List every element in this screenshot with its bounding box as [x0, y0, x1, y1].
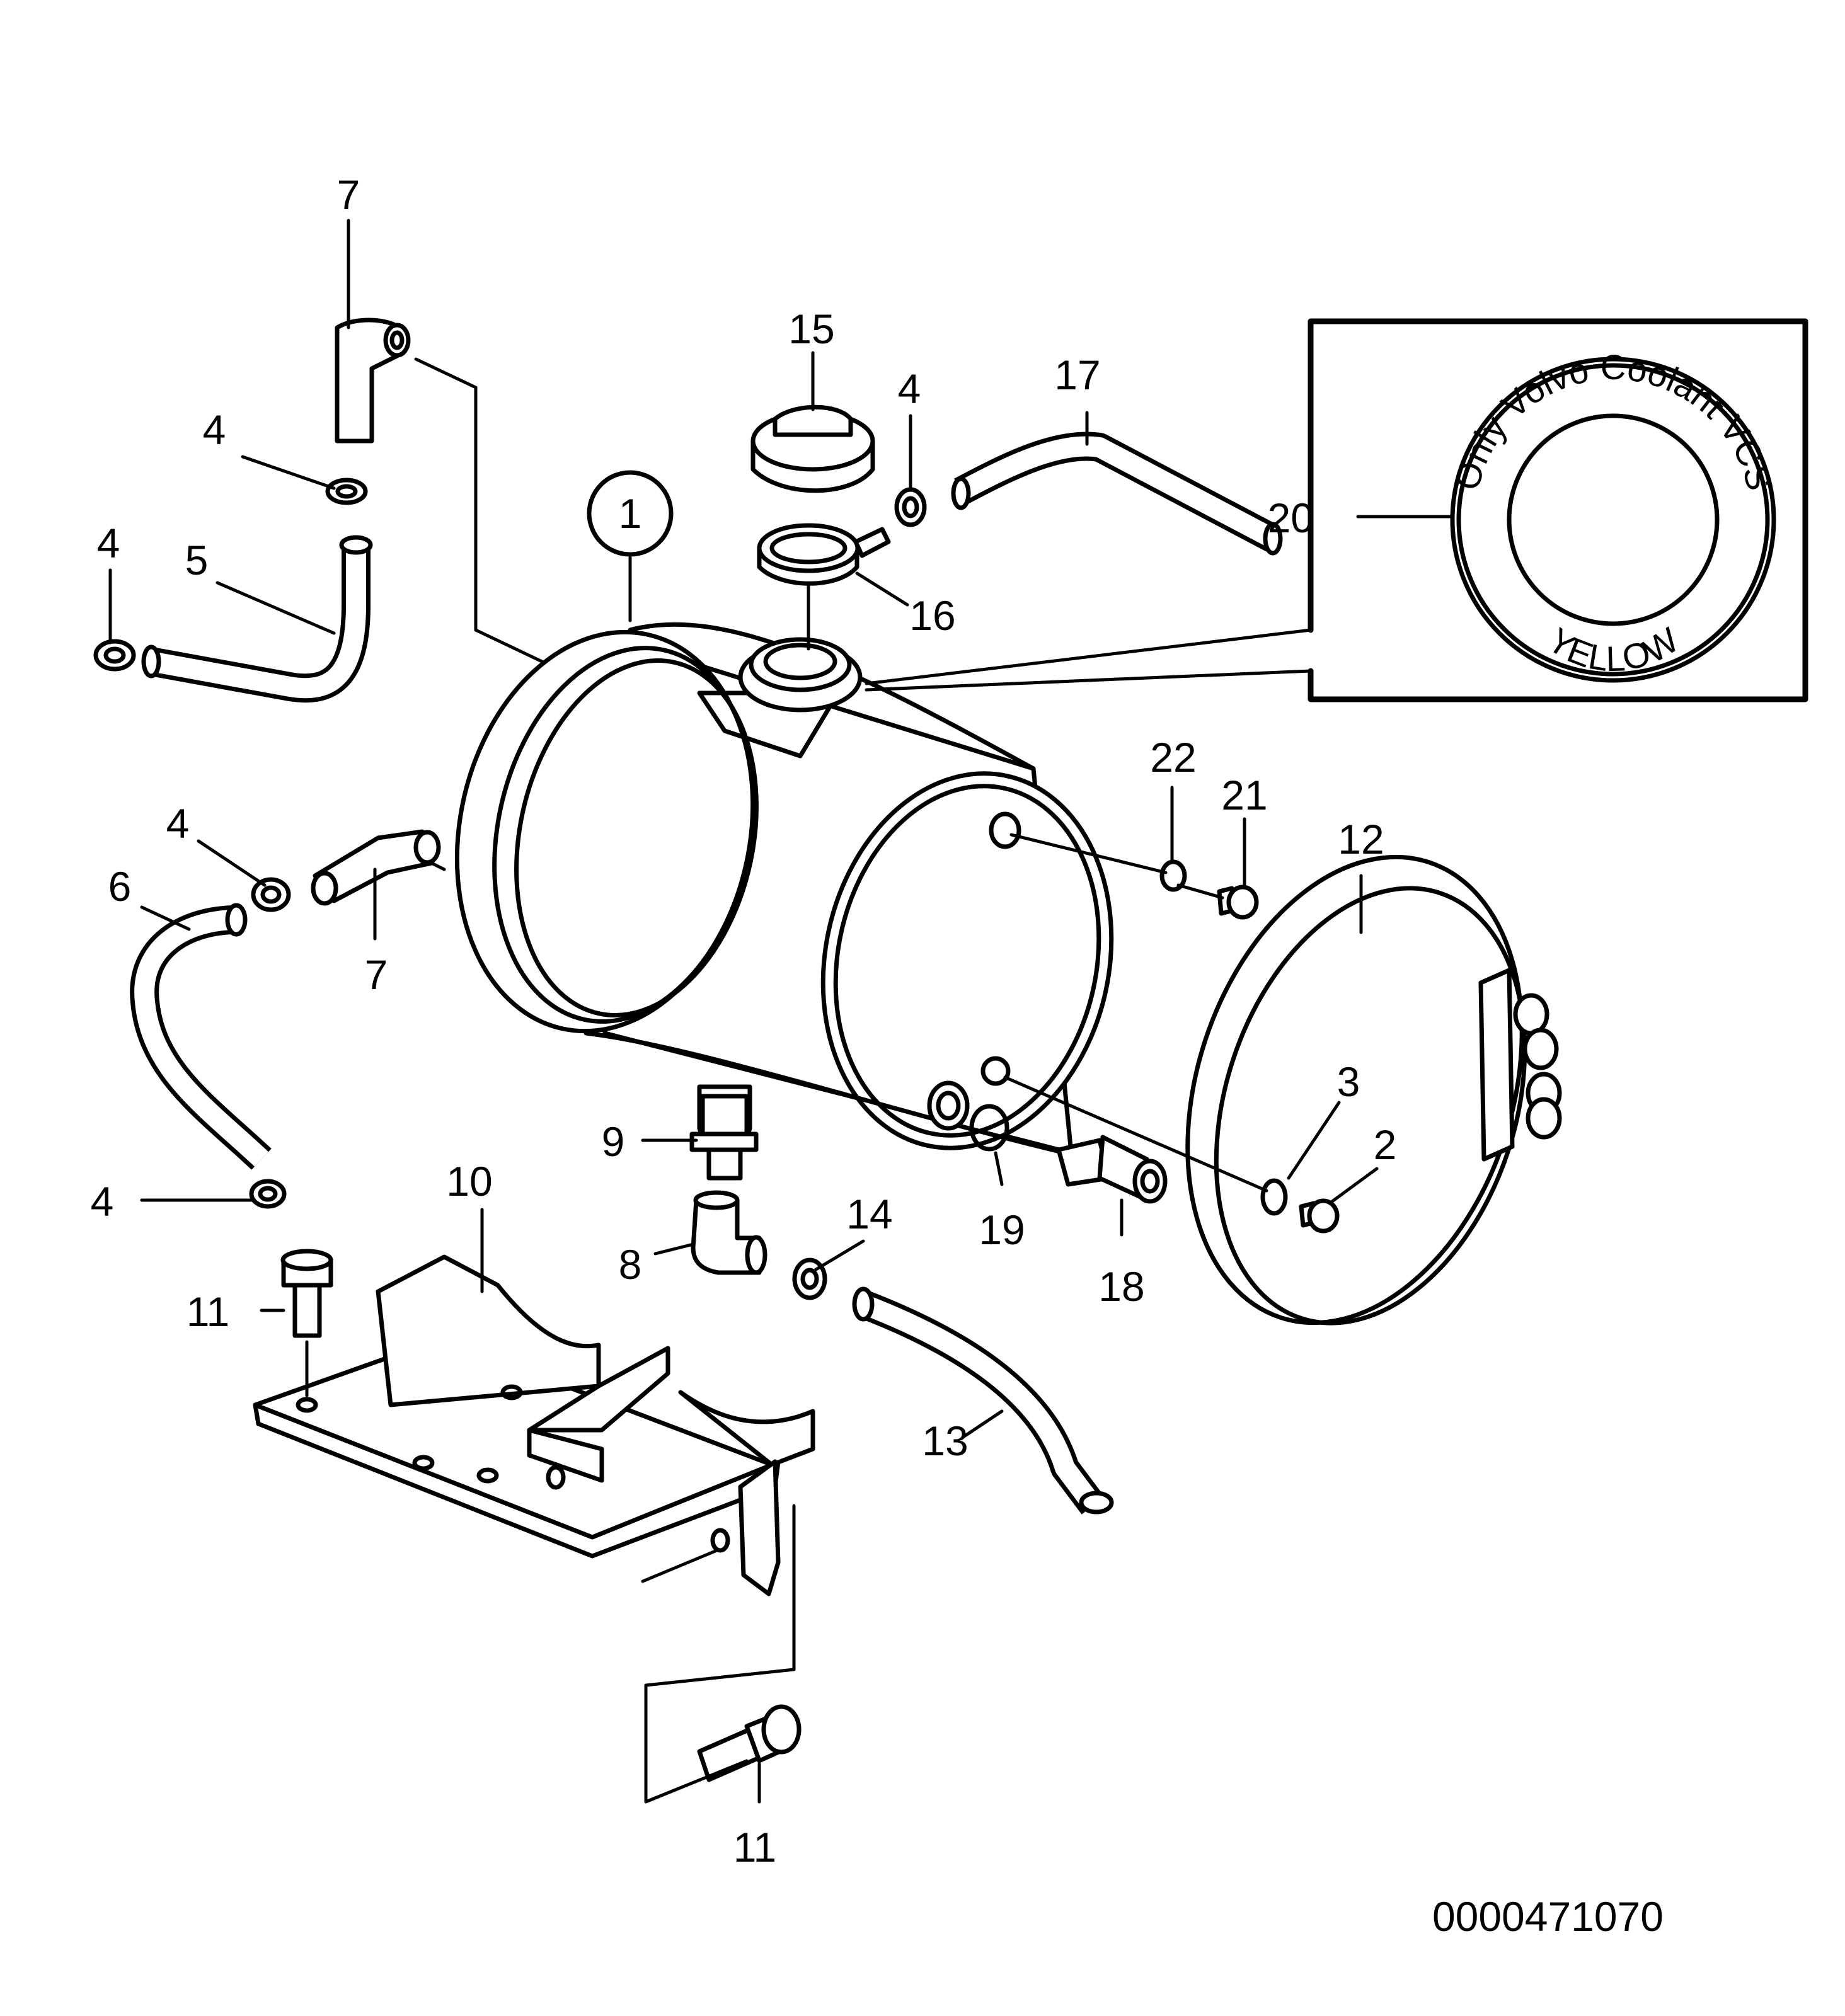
label-part-14: 14 [846, 1191, 892, 1237]
hose-clamp-4 [249, 1179, 287, 1209]
label-part-5: 5 [185, 537, 209, 583]
elbow-7-lower [311, 829, 441, 906]
label-part-11: 11 [733, 1824, 777, 1870]
label-part-21: 21 [1221, 772, 1267, 818]
label-part-3: 3 [1337, 1058, 1360, 1105]
inset-ring-text-bottom: YELLOW [1541, 619, 1685, 679]
hose-13 [852, 1286, 1114, 1515]
coolant-label-inset: Only Volvo Coolant VCS YELLOW [1308, 318, 1808, 702]
expansion-tank [454, 622, 1114, 1155]
label-part-12: 12 [1338, 816, 1384, 862]
label-part-8: 8 [619, 1241, 642, 1288]
bolt-11-vertical [280, 1249, 333, 1338]
o-ring-3 [1260, 1178, 1288, 1216]
label-part-7: 7 [337, 171, 360, 218]
label-part-22: 22 [1150, 734, 1196, 781]
bolt-11-horizontal [697, 1704, 802, 1782]
label-part-1: 1 [619, 490, 642, 537]
label-part-16: 16 [909, 592, 955, 639]
o-ring-22 [1159, 859, 1187, 892]
plug-2 [1299, 1198, 1340, 1234]
part-number-labels: 1 2 3 4 4 4 4 4 5 6 7 7 8 9 10 11 11 12 … [91, 171, 1397, 1870]
hose-clamp-4 [894, 487, 927, 527]
label-part-4: 4 [203, 406, 226, 453]
label-part-20: 20 [1268, 495, 1314, 541]
label-part-18: 18 [1098, 1263, 1144, 1310]
label-part-4: 4 [91, 1178, 114, 1225]
o-ring-19 [969, 1104, 1009, 1152]
plug-21 [1217, 885, 1259, 920]
label-part-9: 9 [602, 1118, 625, 1165]
label-part-4: 4 [898, 365, 921, 412]
label-part-2: 2 [1374, 1121, 1397, 1168]
hose-clamp-4 [251, 877, 291, 912]
label-part-10: 10 [446, 1158, 492, 1205]
label-part-13: 13 [922, 1418, 968, 1464]
label-part-6: 6 [108, 863, 132, 910]
label-part-11: 11 [187, 1288, 230, 1335]
elbow-8 [691, 1190, 767, 1275]
filler-neck-seal-ring [757, 523, 891, 586]
part-1-callout-circle [587, 470, 674, 557]
hose-17 [951, 432, 1283, 556]
tank-strap-12 [1185, 854, 1562, 1326]
hose-clamp-4 [325, 478, 368, 505]
mounting-bracket-10 [253, 1254, 815, 1596]
level-sensor-18 [1019, 1135, 1168, 1204]
label-part-4: 4 [166, 800, 190, 847]
label-part-4: 4 [97, 520, 120, 566]
label-part-7: 7 [365, 951, 388, 998]
pressure-cap [750, 404, 875, 493]
elbow-7-upper [335, 318, 411, 444]
label-part-17: 17 [1054, 352, 1100, 398]
hose-6 [130, 903, 272, 1170]
label-part-19: 19 [979, 1206, 1025, 1253]
hose-5 [141, 535, 373, 703]
label-part-15: 15 [788, 306, 834, 352]
inset-ring-text-top: Only Volvo Coolant VCS [1446, 347, 1779, 494]
drawing-number: 0000471070 [1432, 1893, 1664, 1940]
nipple-9 [689, 1094, 759, 1181]
hose-clamp-4 [93, 639, 136, 672]
leader-lines [108, 219, 1454, 1804]
